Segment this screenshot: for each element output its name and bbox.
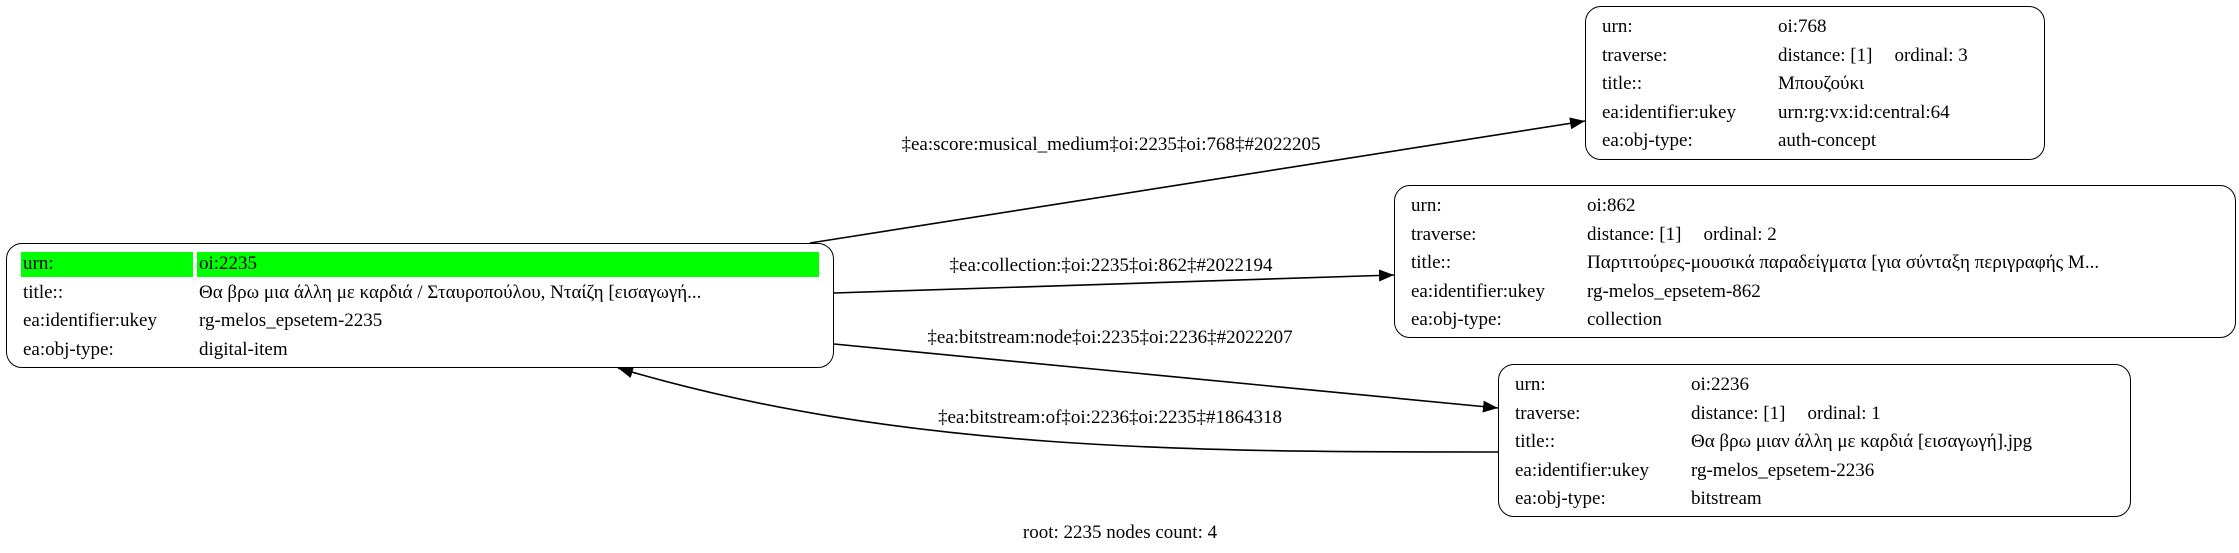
row-label: urn: [1411,195,1442,217]
row-value: oi:2236 [1691,374,1750,396]
traverse-distance: distance: [1] [1691,402,1786,424]
row-value: digital-item [199,338,288,360]
row-value: urn:rg:vx:id:central:64 [1778,101,1950,123]
row-value: oi:768 [1778,16,1827,38]
traverse-ordinal: ordinal: 2 [1703,223,1777,245]
node-row-traverse: traverse: distance: [1] ordinal: 3 [1600,42,2044,71]
row-label: urn: [1602,16,1633,38]
node-row-ukey: ea:identifier:ukey rg-melos_epsetem-862 [1409,278,2235,307]
edge-label-bitstream-of: ‡ea:bitstream:of‡oi:2236‡oi:2235‡#186431… [937,407,1283,428]
row-value: oi:2235 [197,251,819,277]
row-value: rg-melos_epsetem-2236 [1691,459,1875,481]
row-label: traverse: [1411,223,1477,245]
row-value: Θα βρω μιαν άλλη με καρδιά [εισαγωγή].jp… [1691,431,2033,453]
node-row-title: title::Θα βρω μιαν άλλη με καρδιά [εισαγ… [1513,428,2130,457]
graph-caption: root: 2235 nodes count: 4 [1022,522,1218,543]
traverse-distance: distance: [1] [1778,44,1873,66]
node-row-title: title::Παρτιτούρες-μουσικά παραδείγματα … [1409,249,2235,278]
row-label: urn: [1515,374,1546,396]
edge-root-to-2236 [833,343,1499,413]
row-value: rg-melos_epsetem-2235 [199,310,383,332]
row-label: ea:obj-type: [23,338,114,360]
node-2236[interactable]: urn: oi:2236 traverse: distance: [1] ordina… [1498,364,2131,517]
row-value: distance: [1] ordinal: 3 [1776,45,1968,67]
row-label: title:: [1515,431,1556,453]
row-value: oi:862 [1587,195,1636,217]
node-768[interactable]: urn: oi:768 traverse: distance: [1] ordinal… [1585,6,2045,160]
row-label: urn: [21,251,193,277]
node-row-urn: urn: oi:2236 [1513,371,2130,400]
row-value: auth-concept [1778,130,1877,152]
traverse-ordinal: ordinal: 3 [1894,44,1968,66]
edge-root-to-768 [809,117,1586,244]
node-row-traverse: traverse: distance: [1] ordinal: 1 [1513,400,2130,429]
row-value: Μπουζούκι [1778,73,1865,95]
node-row-traverse: traverse: distance: [1] ordinal: 2 [1409,221,2235,250]
node-row-title: title:: Θα βρω μια άλλη με καρδιά / Σταυ… [21,279,833,308]
node-row-objtype: ea:obj-type: digital-item [21,336,833,365]
row-label: ea:obj-type: [1602,130,1693,152]
row-value: Παρτιτούρες-μουσικά παραδείγματα [για σύ… [1587,252,2100,274]
row-label: ea:identifier:ukey [1411,280,1545,302]
row-label: title:: [1411,252,1452,274]
node-row-ukey: ea:identifier:ukey urn:rg:vx:id:central:6… [1600,99,2044,128]
node-row-objtype: ea:obj-type: collection [1409,306,2235,335]
row-value: bitstream [1691,488,1762,510]
traverse-ordinal: ordinal: 1 [1807,402,1881,424]
edge-label-musical-medium: ‡ea:score:musical_medium‡oi:2235‡oi:768‡… [901,134,1321,155]
row-label: ea:obj-type: [1515,488,1606,510]
node-root-2235[interactable]: urn: oi:2235 title:: Θα βρω μια άλλη με … [6,243,834,368]
node-row-ukey: ea:identifier:ukey rg-melos_epsetem-2235 [21,307,833,336]
row-label: traverse: [1515,402,1581,424]
edge-label-collection: ‡ea:collection:‡oi:2235‡oi:862‡#2022194 [949,255,1273,276]
node-row-urn: urn: oi:2235 [21,250,833,279]
row-label: ea:identifier:ukey [23,310,157,332]
node-row-objtype: ea:obj-type: auth-concept [1600,127,2044,156]
row-label: ea:identifier:ukey [1515,459,1649,481]
node-row-ukey: ea:identifier:ukey rg-melos_epsetem-2236 [1513,457,2130,486]
node-row-title: title::Μπουζούκι [1600,70,2044,99]
row-label: ea:obj-type: [1411,309,1502,331]
row-value: distance: [1] ordinal: 2 [1585,224,1777,246]
node-row-urn: urn: oi:768 [1600,13,2044,42]
edge-root-to-862 [833,269,1395,294]
row-value: Θα βρω μια άλλη με καρδιά / Σταυροπούλου… [199,281,702,303]
row-value: rg-melos_epsetem-862 [1587,280,1761,302]
edge-2236-to-root [617,366,1499,453]
node-row-objtype: ea:obj-type: bitstream [1513,485,2130,514]
row-label: title:: [1602,73,1643,95]
row-label: ea:identifier:ukey [1602,101,1736,123]
row-value: collection [1587,309,1662,331]
row-value: distance: [1] ordinal: 1 [1689,403,1881,425]
node-862[interactable]: urn: oi:862 traverse: distance: [1] ordinal… [1394,185,2236,338]
traverse-distance: distance: [1] [1587,223,1682,245]
row-label: traverse: [1602,44,1668,66]
row-label: title:: [23,281,64,303]
node-row-urn: urn: oi:862 [1409,192,2235,221]
edge-label-bitstream-node: ‡ea:bitstream:node‡oi:2235‡oi:2236‡#2022… [927,327,1293,348]
